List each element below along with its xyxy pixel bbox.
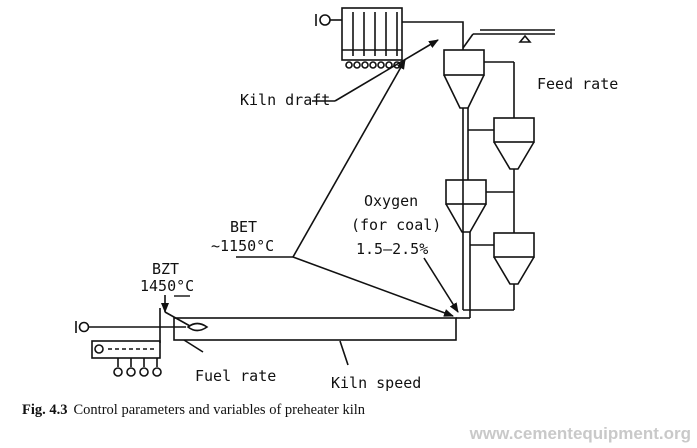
cyclone-icon xyxy=(493,232,535,285)
kiln-speed-leader xyxy=(339,340,349,366)
gas-duct xyxy=(402,21,464,50)
preheater-ducts xyxy=(456,61,515,319)
figure-caption: Fig. 4.3 Control parameters and variables… xyxy=(22,402,365,419)
fuel-rate-leader xyxy=(183,339,204,353)
for-coal-label: (for coal) xyxy=(351,216,441,234)
bzt-value-label: 1450°C xyxy=(140,277,194,295)
primary-air-fan-icon xyxy=(75,321,186,333)
bzt-label: BZT xyxy=(152,260,179,278)
oxygen-label: Oxygen xyxy=(364,192,418,210)
figure-number: Fig. 4.3 xyxy=(22,402,68,418)
burner-icon xyxy=(186,322,209,332)
exhaust-fan-icon xyxy=(315,14,342,26)
feed-conveyor xyxy=(462,29,555,49)
oxygen-range-label: 1.5–2.5% xyxy=(356,240,428,258)
feed-rate-label: Feed rate xyxy=(537,75,618,93)
fuel-rate-label: Fuel rate xyxy=(195,367,276,385)
bet-value-label: ~1150°C xyxy=(211,237,274,255)
kiln-draft-arrow xyxy=(334,39,439,102)
oxygen-arrow xyxy=(423,257,459,313)
kiln-speed-label: Kiln speed xyxy=(331,374,421,392)
watermark: www.cementequipment.org xyxy=(469,424,691,443)
kiln-draft-label: Kiln draft xyxy=(240,91,330,109)
cyclone-icon xyxy=(445,179,487,233)
bet-label: BET xyxy=(230,218,257,236)
cyclone-icon xyxy=(493,117,535,170)
bet-arrow-down xyxy=(292,256,454,317)
caption-text: Control parameters and variables of preh… xyxy=(73,402,366,418)
cyclone-icon xyxy=(443,49,485,109)
bet-arrow-up xyxy=(292,59,406,258)
rotary-kiln xyxy=(91,308,457,377)
filter-icon xyxy=(341,7,403,69)
